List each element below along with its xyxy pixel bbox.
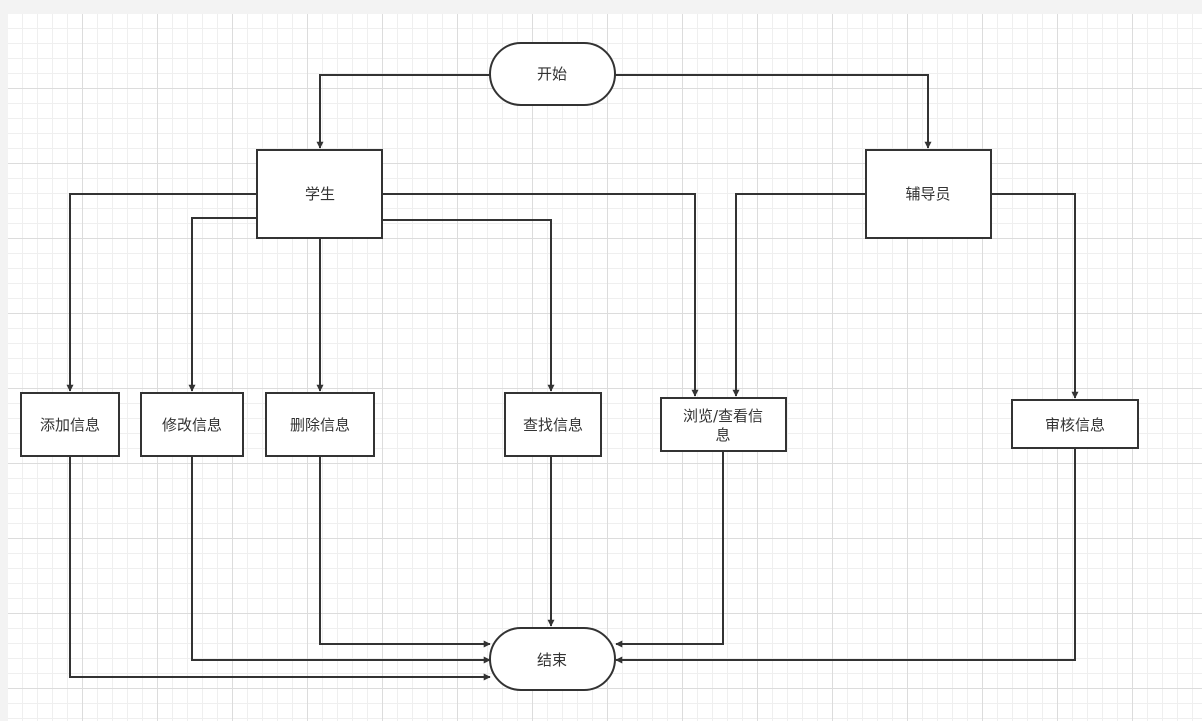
node-add-label: 添加信息 xyxy=(40,416,100,434)
node-delete-label: 删除信息 xyxy=(290,416,350,434)
node-start[interactable]: 开始 xyxy=(489,42,616,106)
node-browse[interactable]: 浏览/查看信 息 xyxy=(660,397,787,452)
node-browse-label-line1: 浏览/查看信 xyxy=(683,407,763,425)
diagram-canvas xyxy=(8,14,1202,721)
edge-student-add xyxy=(66,193,257,392)
node-add[interactable]: 添加信息 xyxy=(20,392,120,457)
edge-add-end xyxy=(69,457,491,681)
node-search-label: 查找信息 xyxy=(523,416,583,434)
edge-student-search xyxy=(383,219,555,392)
edge-audit-end xyxy=(615,449,1076,664)
node-student[interactable]: 学生 xyxy=(256,149,383,239)
node-audit-label: 审核信息 xyxy=(1045,416,1105,434)
node-end[interactable]: 结束 xyxy=(489,627,616,691)
node-audit[interactable]: 审核信息 xyxy=(1011,399,1139,449)
node-end-label: 结束 xyxy=(537,651,567,669)
node-start-label: 开始 xyxy=(537,65,567,83)
edge-browse-end xyxy=(615,452,724,648)
node-counselor[interactable]: 辅导员 xyxy=(865,149,992,239)
node-browse-label-line2: 息 xyxy=(715,426,730,444)
node-delete[interactable]: 删除信息 xyxy=(265,392,375,457)
edge-start-counselor xyxy=(615,74,932,149)
edge-counselor-audit xyxy=(991,193,1079,399)
node-counselor-label: 辅导员 xyxy=(905,185,950,203)
edge-modify-end xyxy=(191,457,491,664)
edge-student-browse xyxy=(383,193,699,397)
edge-counselor-browse xyxy=(732,193,866,397)
edge-student-modify xyxy=(188,217,257,392)
node-search[interactable]: 查找信息 xyxy=(504,392,602,457)
node-modify-label: 修改信息 xyxy=(162,416,222,434)
node-student-label: 学生 xyxy=(305,185,335,203)
edge-delete-end xyxy=(319,457,491,648)
node-modify[interactable]: 修改信息 xyxy=(140,392,244,457)
edge-start-student xyxy=(316,74,490,149)
